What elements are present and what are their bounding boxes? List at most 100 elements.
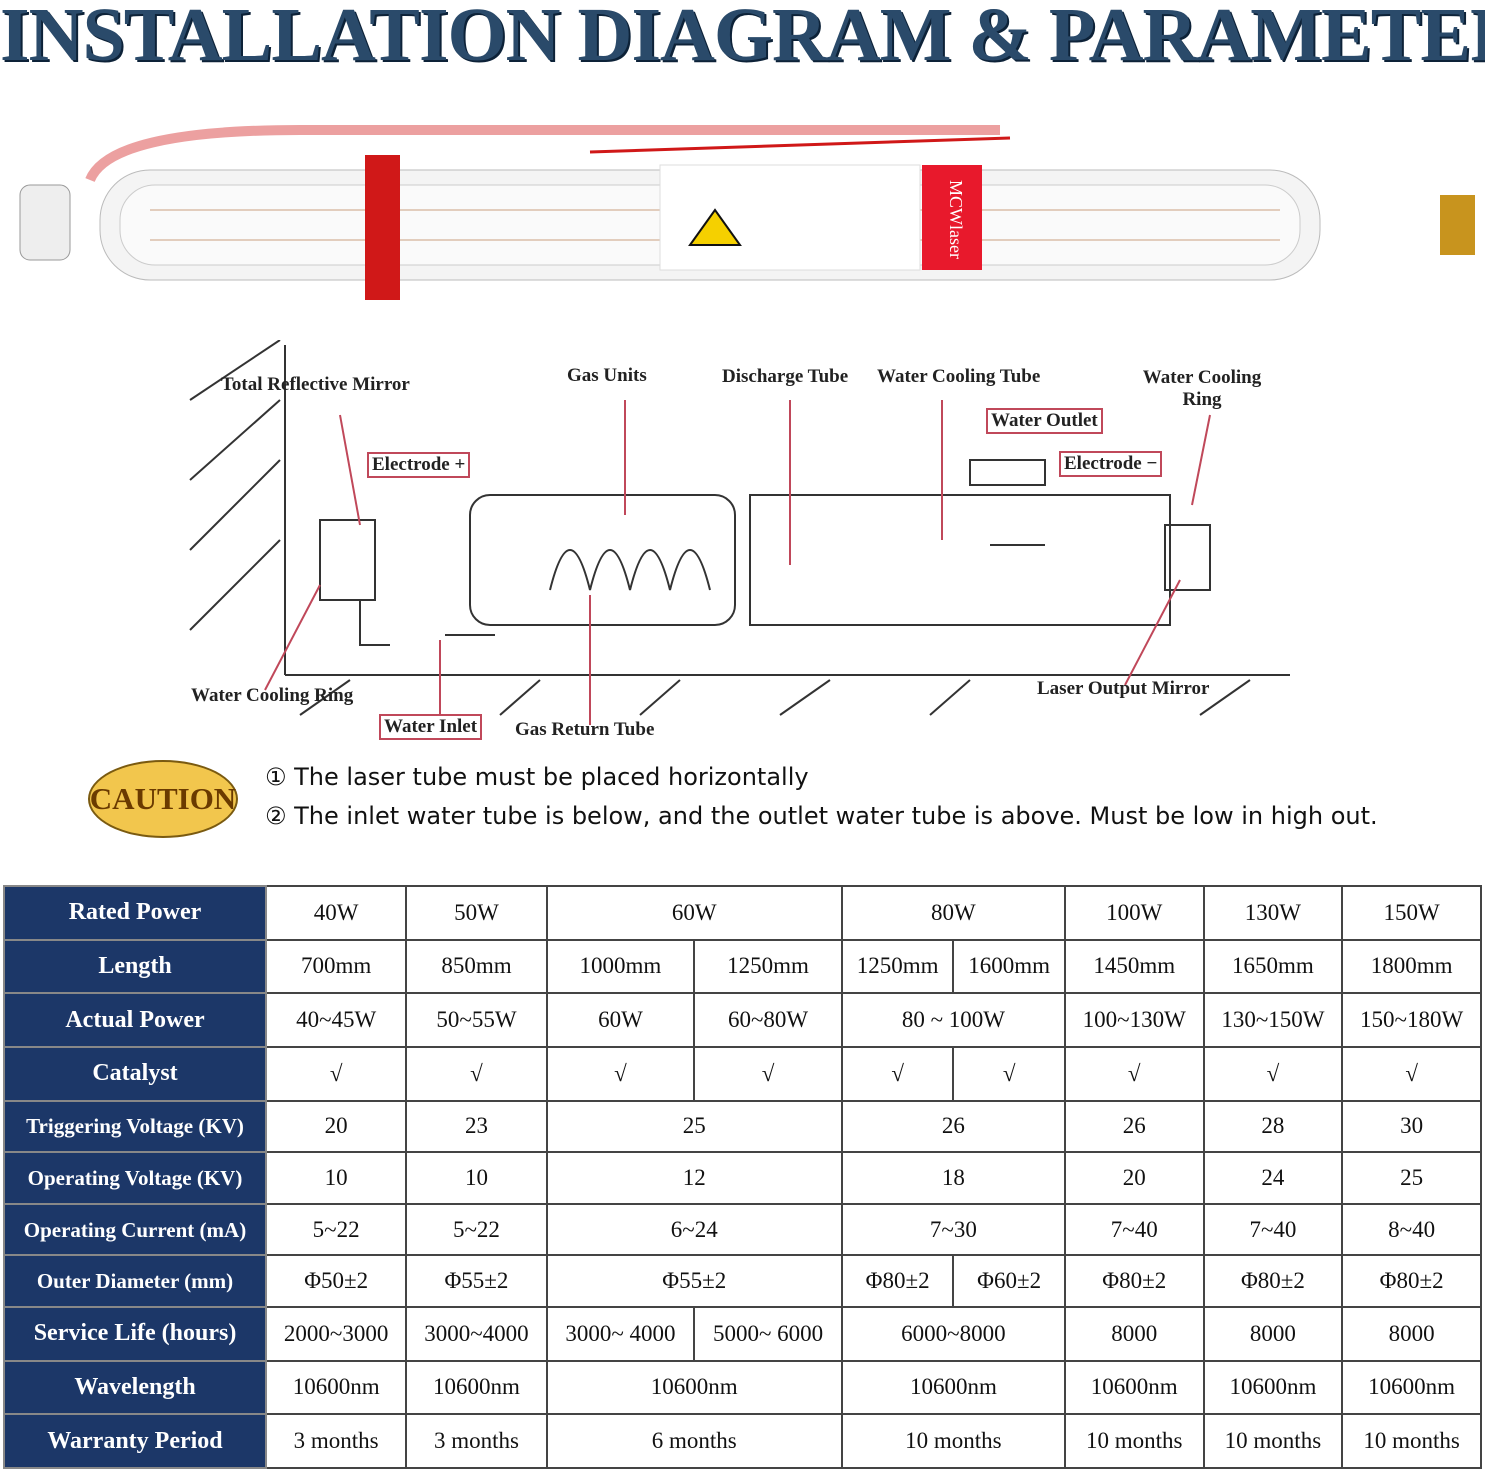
table-cell: √ — [264, 1045, 408, 1102]
table-cell: 50~55W — [405, 992, 548, 1048]
table-cell: √ — [693, 1045, 843, 1102]
row-header: Service Life (hours) — [3, 1306, 267, 1362]
table-cell: 8000 — [1063, 1306, 1205, 1362]
table-cell: 10600nm — [840, 1359, 1066, 1416]
table-cell: √ — [405, 1045, 548, 1102]
table-cell: 3 months — [264, 1413, 408, 1469]
table-cell: 10 — [405, 1151, 548, 1205]
table-cell: 20 — [264, 1099, 408, 1154]
label-water-cooling-ring-left: Water Cooling Ring — [191, 685, 354, 706]
table-cell: Φ80±2 — [1202, 1254, 1344, 1308]
table-cell: 1600mm — [952, 938, 1066, 995]
row-header: Operating Voltage (KV) — [3, 1151, 267, 1205]
label-water-outlet: Water Outlet — [986, 408, 1103, 434]
table-cell: 2000~3000 — [264, 1306, 408, 1362]
table-cell: 10 months — [840, 1413, 1066, 1469]
label-water-cooling-tube: Water Cooling Tube — [877, 366, 1041, 387]
table-cell: 25 — [1341, 1151, 1482, 1205]
table-cell: Φ55±2 — [405, 1254, 548, 1308]
table-cell: 26 — [840, 1099, 1066, 1154]
label-discharge-tube: Discharge Tube — [722, 366, 849, 387]
table-cell: 6 months — [545, 1413, 843, 1469]
table-cell: 3000~4000 — [405, 1306, 548, 1362]
table-cell: √ — [1063, 1045, 1205, 1102]
table-cell: 130W — [1202, 885, 1344, 941]
table-cell: 60~80W — [693, 992, 843, 1048]
svg-text:MCWlaser: MCWlaser — [946, 180, 966, 259]
table-cell: 100~130W — [1063, 992, 1205, 1048]
table-cell: 7~30 — [840, 1202, 1066, 1257]
table-cell: 40~45W — [264, 992, 408, 1048]
table-cell: 10 months — [1202, 1413, 1344, 1469]
row-header: Operating Current (mA) — [3, 1202, 267, 1257]
table-cell: √ — [1202, 1045, 1344, 1102]
table-cell: 6000~8000 — [840, 1306, 1066, 1362]
caution-note-2: ② The inlet water tube is below, and the… — [265, 802, 1378, 830]
table-cell: 8000 — [1341, 1306, 1482, 1362]
label-electrode-plus: Electrode + — [367, 452, 471, 478]
table-row: Catalyst√√√√√√√√√ — [3, 1045, 1482, 1102]
table-cell: Φ55±2 — [545, 1254, 843, 1308]
table-cell: 18 — [840, 1151, 1066, 1205]
label-gas-return-tube: Gas Return Tube — [515, 719, 655, 740]
table-cell: 1650mm — [1202, 938, 1344, 995]
table-cell: 130~150W — [1202, 992, 1344, 1048]
row-header: Wavelength — [3, 1359, 267, 1416]
table-cell: Φ60±2 — [952, 1254, 1066, 1308]
label-electrode-minus: Electrode − — [1059, 451, 1163, 477]
table-cell: 5~22 — [264, 1202, 408, 1257]
table-cell: 60W — [545, 992, 696, 1048]
row-header: Triggering Voltage (KV) — [3, 1099, 267, 1154]
row-header: Rated Power — [3, 885, 267, 941]
table-cell: 12 — [545, 1151, 843, 1205]
table-cell: √ — [545, 1045, 696, 1102]
table-cell: 10 months — [1063, 1413, 1205, 1469]
table-cell: 7~40 — [1202, 1202, 1344, 1257]
table-cell: √ — [1341, 1045, 1482, 1102]
table-cell: 10600nm — [1202, 1359, 1344, 1416]
table-cell: Φ50±2 — [264, 1254, 408, 1308]
table-cell: 40W — [264, 885, 408, 941]
table-cell: √ — [840, 1045, 955, 1102]
label-total-reflective-mirror: Total Reflective Mirror — [221, 374, 410, 395]
table-cell: Φ80±2 — [840, 1254, 955, 1308]
table-cell: 5000~ 6000 — [693, 1306, 843, 1362]
table-cell: 30 — [1341, 1099, 1482, 1154]
table-cell: 150W — [1341, 885, 1482, 941]
table-cell: 7~40 — [1063, 1202, 1205, 1257]
table-cell: 20 — [1063, 1151, 1205, 1205]
label-laser-output-mirror: Laser Output Mirror — [1037, 678, 1210, 699]
table-cell: 3 months — [405, 1413, 548, 1469]
caution-badge: CAUTION — [88, 760, 238, 838]
label-water-cooling-ring-right: Water Cooling Ring — [1142, 367, 1262, 410]
table-cell: 3000~ 4000 — [545, 1306, 696, 1362]
table-cell: 1800mm — [1341, 938, 1482, 995]
table-cell: 5~22 — [405, 1202, 548, 1257]
table-cell: 80W — [840, 885, 1066, 941]
row-header: Actual Power — [3, 992, 267, 1048]
table-cell: 850mm — [405, 938, 548, 995]
table-cell: 25 — [545, 1099, 843, 1154]
table-cell: 1450mm — [1063, 938, 1205, 995]
table-cell: 1250mm — [693, 938, 843, 995]
table-cell: 26 — [1063, 1099, 1205, 1154]
table-cell: Φ80±2 — [1063, 1254, 1205, 1308]
table-cell: √ — [952, 1045, 1066, 1102]
table-cell: 10600nm — [405, 1359, 548, 1416]
table-cell: 8~40 — [1341, 1202, 1482, 1257]
table-cell: 100W — [1063, 885, 1205, 941]
row-header: Warranty Period — [3, 1413, 267, 1469]
page-title: INSTALLATION DIAGRAM & PARAMETER — [0, 0, 1485, 77]
label-water-inlet: Water Inlet — [379, 714, 483, 740]
table-cell: 60W — [545, 885, 843, 941]
